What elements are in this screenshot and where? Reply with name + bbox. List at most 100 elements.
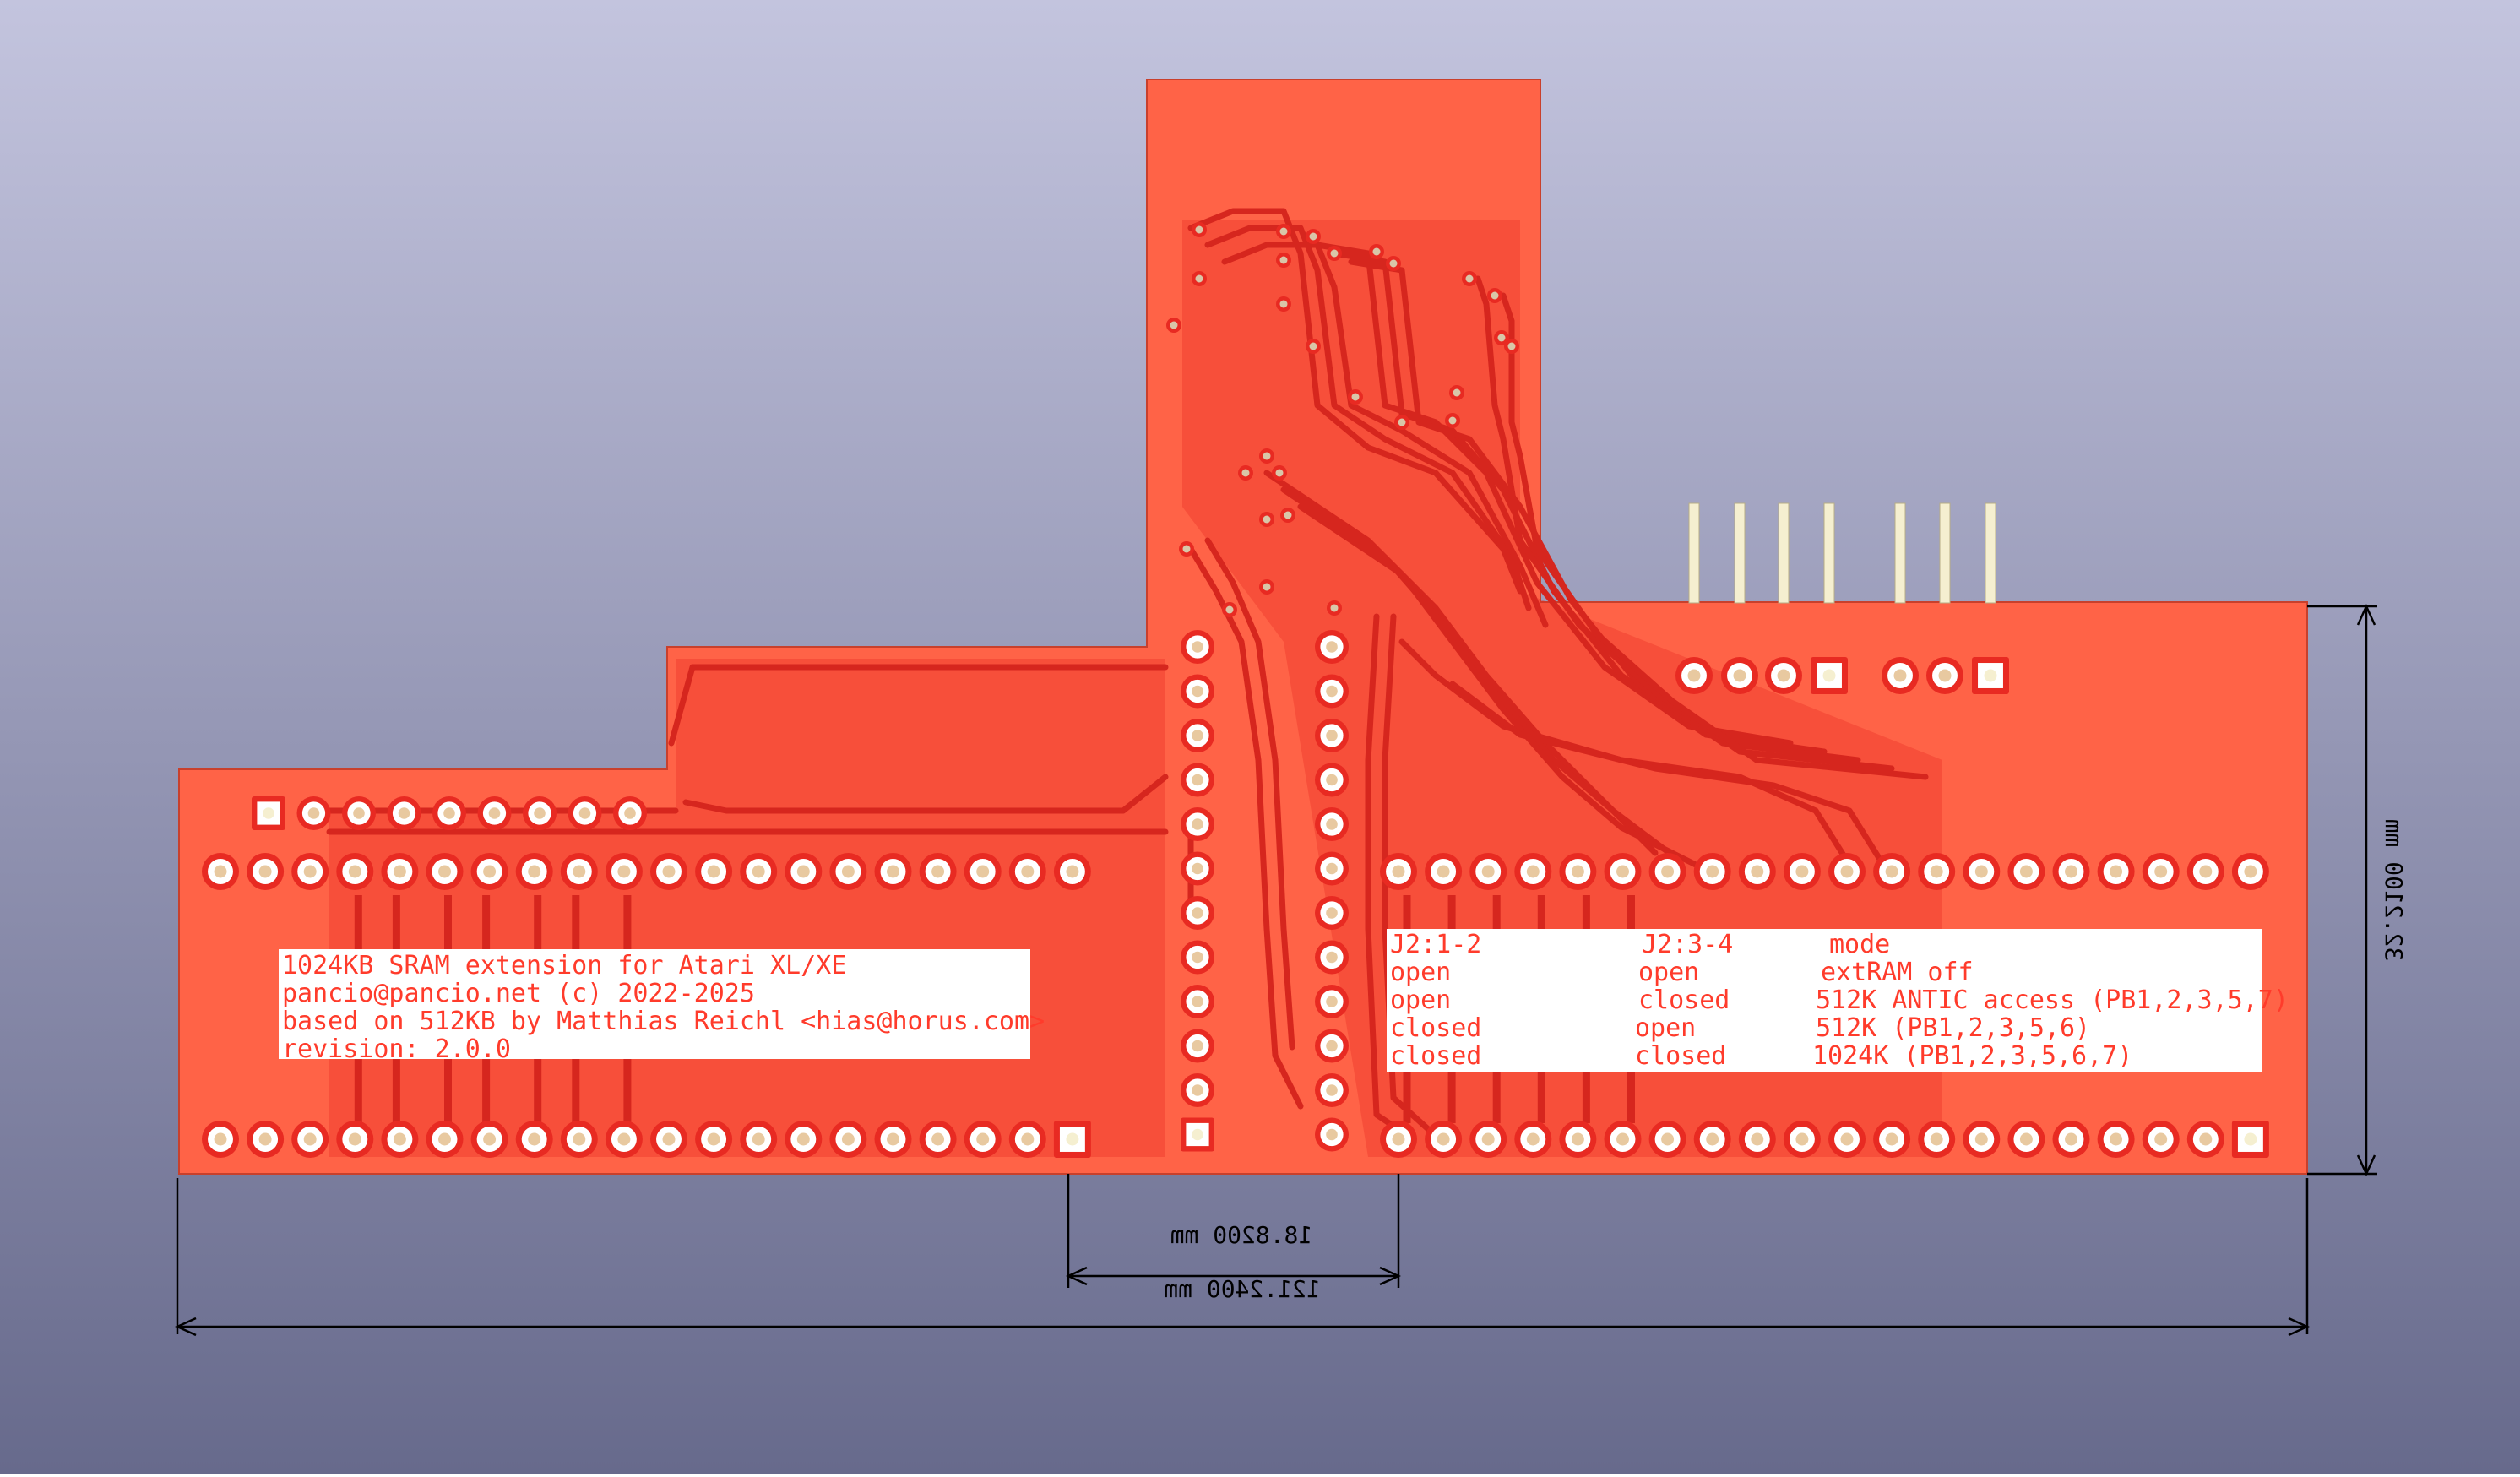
right-header-pad-3-hole — [1777, 669, 1790, 682]
left-header-pad-2-hole — [307, 807, 320, 819]
via-10-hole — [1491, 291, 1499, 300]
center-left-pad-12-hole — [1192, 1128, 1203, 1141]
dip-left-top-pad-12-hole — [707, 865, 720, 878]
via-6-hole — [1279, 256, 1288, 264]
via-14-hole — [1309, 342, 1317, 350]
dip-left-bottom-pad-3-hole — [303, 1132, 317, 1146]
dip-left-bottom-pad-4-hole — [348, 1132, 361, 1146]
right-header-pad-4-hole — [1822, 669, 1836, 682]
dip-right-top-pad-17-hole — [2110, 865, 2123, 878]
left-header-pad-9-hole — [624, 807, 636, 819]
center-right-pad-9-hole — [1326, 996, 1338, 1007]
via-4-hole — [1309, 232, 1317, 241]
jumper-row2-col1: open — [1390, 986, 1451, 1015]
via-12-hole — [1507, 342, 1516, 350]
center-left-pad-1-hole — [1192, 641, 1203, 653]
center-left-pad-4-hole — [1192, 774, 1203, 786]
dip-left-bottom-pad-12-hole — [707, 1132, 720, 1146]
center-left-pad-5-hole — [1192, 818, 1203, 830]
right-header-pad-2-hole — [1733, 669, 1746, 682]
via-18-hole — [1263, 452, 1271, 460]
dip-right-top-row[interactable] — [1380, 853, 2269, 890]
header-pin-4 — [1823, 502, 1835, 604]
via-27-hole — [1453, 388, 1461, 397]
dip-left-top-pad-5-hole — [393, 865, 406, 878]
center-right-pad-11-hole — [1326, 1084, 1338, 1096]
dim-gap-arrow-right — [1379, 1266, 1402, 1286]
dip-left-bottom-pad-8-hole — [528, 1132, 541, 1146]
dip-left-bottom-pad-7-hole — [483, 1132, 497, 1146]
via-21-hole — [1284, 511, 1292, 519]
header-pin-3 — [1778, 502, 1790, 604]
dip-right-bottom-pad-6-hole — [1616, 1132, 1629, 1146]
center-connector-right-column[interactable] — [1315, 630, 1349, 1152]
board-label-line2: pancio@pancio.net (c) 2022-2025 — [282, 979, 755, 1008]
dip-right-top-pad-4-hole — [1526, 865, 1540, 878]
dip-left-bottom-pad-9-hole — [573, 1132, 586, 1146]
dip-right-bottom-pad-19-hole — [2199, 1132, 2213, 1146]
center-left-pad-9-hole — [1192, 996, 1203, 1007]
dip-right-top-pad-2-hole — [1437, 865, 1450, 878]
via-9-hole — [1465, 274, 1474, 283]
center-right-pad-3-hole — [1326, 730, 1338, 741]
pcb-board[interactable] — [178, 79, 2308, 1175]
dip-left-bottom-row[interactable] — [202, 1121, 1091, 1158]
via-25-hole — [1330, 604, 1339, 612]
left-header-pad-5-hole — [443, 807, 455, 819]
right-header-pad-1-hole — [1687, 669, 1701, 682]
header-pin-1 — [1688, 502, 1700, 604]
center-right-pad-10-hole — [1326, 1040, 1338, 1052]
jumper-header-j2-12: J2:1-2 — [1390, 930, 1481, 959]
left-header-pad-3-hole — [353, 807, 365, 819]
left-header-pad-7-hole — [534, 807, 546, 819]
via-11-hole — [1497, 334, 1506, 342]
right-header[interactable] — [1675, 657, 2009, 694]
center-connector-left-column[interactable] — [1181, 630, 1214, 1152]
dip-right-top-pad-7-hole — [1661, 865, 1675, 878]
header-pin-7 — [1985, 502, 1996, 604]
left-header-pad-1-hole — [263, 807, 274, 819]
dip-right-bottom-pad-15-hole — [2019, 1132, 2033, 1146]
center-left-pad-7-hole — [1192, 907, 1203, 919]
dip-right-bottom-pad-2-hole — [1437, 1132, 1450, 1146]
via-22-hole — [1263, 515, 1271, 524]
jumper-row2-col2: closed — [1638, 986, 1730, 1015]
center-left-pad-6-hole — [1192, 862, 1203, 875]
via-24-hole — [1263, 583, 1271, 591]
jumper-header-mode: mode — [1829, 930, 1890, 959]
left-header-pad-8-hole — [578, 807, 591, 819]
center-right-pad-2-hole — [1326, 685, 1338, 698]
dip-left-bottom-pad-16-hole — [887, 1132, 899, 1146]
dip-left-bottom-pad-15-hole — [841, 1132, 855, 1146]
jumper-row1-col2: open — [1638, 958, 1699, 987]
header-pin-2 — [1734, 502, 1746, 604]
dip-left-top-row[interactable] — [202, 853, 1091, 890]
left-header[interactable] — [252, 796, 647, 830]
dip-left-bottom-pad-17-hole — [931, 1132, 945, 1146]
jumper-row4-col2: closed — [1635, 1041, 1726, 1071]
header-pins-3d — [1688, 502, 1996, 604]
dip-left-top-pad-19-hole — [1021, 865, 1035, 878]
dip-right-bottom-pad-20-hole — [2244, 1132, 2257, 1146]
dip-left-top-pad-18-hole — [976, 865, 990, 878]
via-3-hole — [1279, 227, 1288, 236]
dip-left-top-pad-3-hole — [303, 865, 317, 878]
dimension-annotations — [174, 603, 2377, 1337]
dip-left-bottom-pad-19-hole — [1021, 1132, 1035, 1146]
dip-right-top-pad-15-hole — [2019, 865, 2033, 878]
dip-left-bottom-pad-13-hole — [752, 1132, 765, 1146]
jumper-row1-col3: extRAM off — [1821, 958, 1974, 987]
dip-right-bottom-row[interactable] — [1380, 1121, 2269, 1158]
dip-left-top-pad-2-hole — [258, 865, 272, 878]
dim-total-arrow-left — [174, 1317, 197, 1337]
center-right-pad-8-hole — [1326, 951, 1338, 964]
board-label-line1: 1024KB SRAM extension for Atari XL/XE — [282, 951, 846, 980]
via-8-hole — [1389, 259, 1398, 268]
dip-left-bottom-pad-18-hole — [976, 1132, 990, 1146]
jumper-row2-col3: 512K ANTIC access (PB1,2,3,5,7) — [1816, 986, 2289, 1015]
dip-left-top-pad-6-hole — [438, 865, 451, 878]
dip-left-top-pad-16-hole — [887, 865, 899, 878]
left-header-pad-6-hole — [488, 807, 501, 819]
